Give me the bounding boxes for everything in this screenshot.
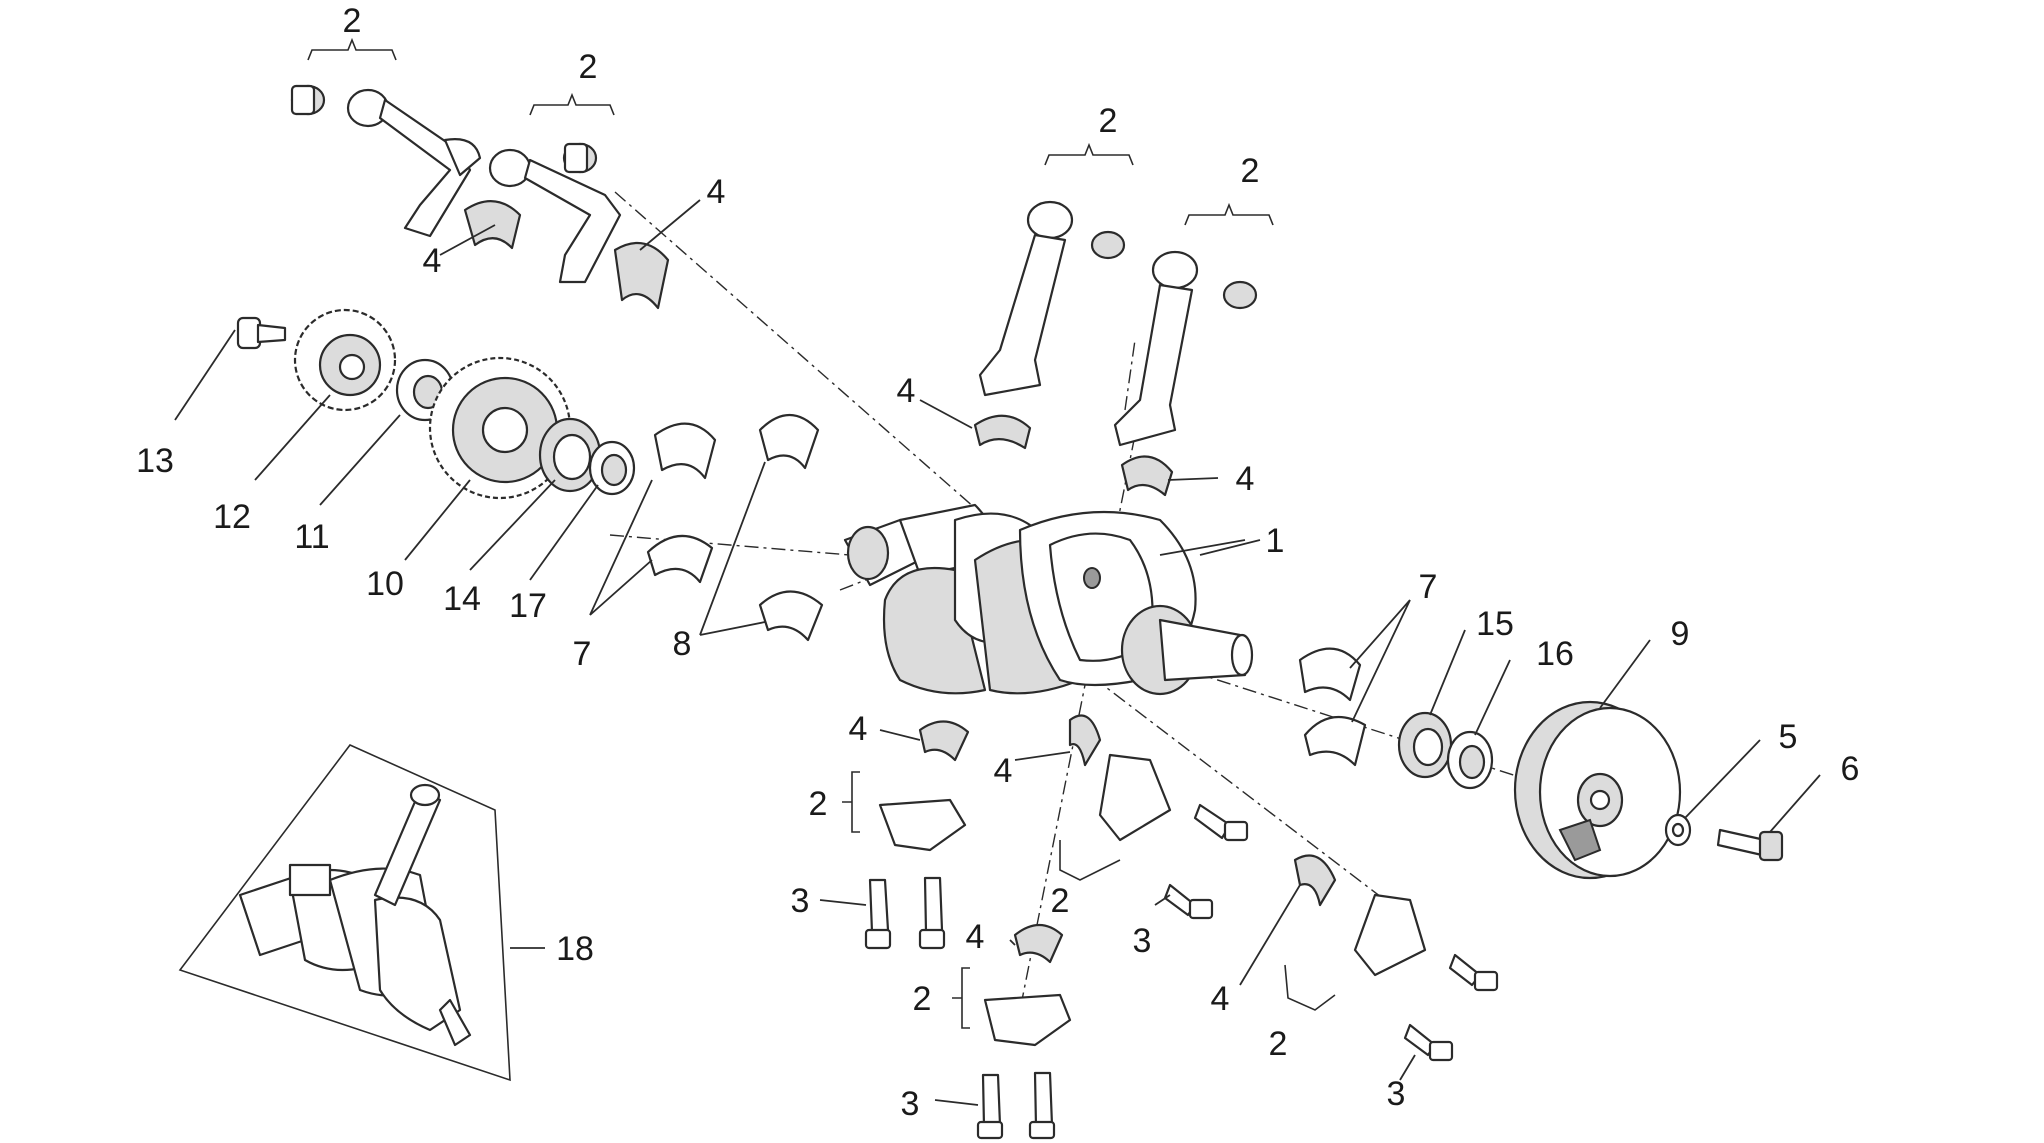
bolt-13: [236, 316, 287, 350]
callout-2-c: 2: [1099, 102, 1118, 140]
ring-17: [588, 440, 636, 496]
bearing-shell-lower-2: [1068, 714, 1102, 767]
bearing-shells-top-left: [463, 200, 670, 310]
sprocket-12: [293, 308, 397, 412]
callout-14: 14: [443, 580, 481, 618]
callout-2-g: 2: [913, 980, 932, 1018]
callout-2-d: 2: [1241, 152, 1260, 190]
callout-13: 13: [136, 442, 174, 480]
crankshaft-1: [843, 503, 1254, 696]
callout-10: 10: [366, 565, 404, 603]
main-bearings-right: [1298, 647, 1367, 767]
callout-5: 5: [1779, 718, 1798, 756]
callout-17: 17: [509, 587, 547, 625]
assembly-18-inset: [178, 744, 511, 1082]
callout-1: 1: [1266, 522, 1285, 560]
bearing-15: [1397, 711, 1453, 779]
callout-8: 8: [673, 625, 692, 663]
callout-4-d: 4: [1236, 460, 1255, 498]
bearing-shell-lower-1: [918, 720, 970, 762]
bolt-6: [1716, 828, 1784, 862]
connecting-rod-top-left-2: [488, 142, 622, 284]
callout-4-a: 4: [423, 242, 442, 280]
callout-4-f: 4: [994, 752, 1013, 790]
callout-6: 6: [1841, 750, 1860, 788]
cap-bolts: [864, 803, 1499, 1140]
bearing-14: [538, 417, 602, 493]
callout-3-c: 3: [901, 1085, 920, 1123]
bearing-cap-lower-3: [983, 993, 1072, 1047]
bearing-cap-lower-4: [1353, 893, 1427, 977]
callout-7-a: 7: [573, 635, 592, 673]
callout-2-f: 2: [1051, 882, 1070, 920]
callout-4-b: 4: [707, 173, 726, 211]
bearing-shell-lower-3: [1013, 923, 1064, 964]
callout-2-b: 2: [579, 48, 598, 86]
callout-15: 15: [1476, 605, 1514, 643]
bearing-shell-lower-4: [1293, 854, 1337, 907]
callout-4-e: 4: [849, 710, 868, 748]
gear-10: [428, 356, 572, 500]
bearing-cap-lower-1: [878, 798, 967, 852]
callout-3-b: 3: [1133, 922, 1152, 960]
callout-2-h: 2: [1269, 1025, 1288, 1063]
callout-7-b: 7: [1419, 568, 1438, 606]
bearing-cap-lower-2: [1098, 753, 1172, 842]
callout-3-d: 3: [1387, 1075, 1406, 1113]
bearing-shells-top-right: [973, 414, 1174, 497]
callout-4-g: 4: [966, 918, 985, 956]
connecting-rod-top-left-1: [290, 84, 482, 238]
flywheel-9: [1513, 700, 1682, 880]
callout-2-e: 2: [809, 785, 828, 823]
ring-16: [1446, 730, 1494, 790]
callout-9: 9: [1671, 615, 1690, 653]
main-bearings-left: [646, 414, 824, 642]
callout-2-a: 2: [343, 2, 362, 40]
callout-18: 18: [556, 930, 594, 968]
callout-4-h: 4: [1211, 980, 1230, 1018]
braces: [307, 37, 1336, 1029]
leader-lines: [174, 199, 1821, 1106]
callout-12: 12: [213, 498, 251, 536]
callout-16: 16: [1536, 635, 1574, 673]
callout-labels: 2 2 2 2 4 4 13 12 11 10 14 17 7 8 4 4 1 …: [136, 2, 1859, 1123]
connecting-rod-top-right-1: [978, 200, 1126, 397]
callout-11: 11: [294, 518, 329, 556]
connecting-rod-top-right-2: [1113, 250, 1258, 447]
callout-3-a: 3: [791, 882, 810, 920]
callout-4-c: 4: [897, 372, 916, 410]
washer-5: [1664, 813, 1692, 847]
